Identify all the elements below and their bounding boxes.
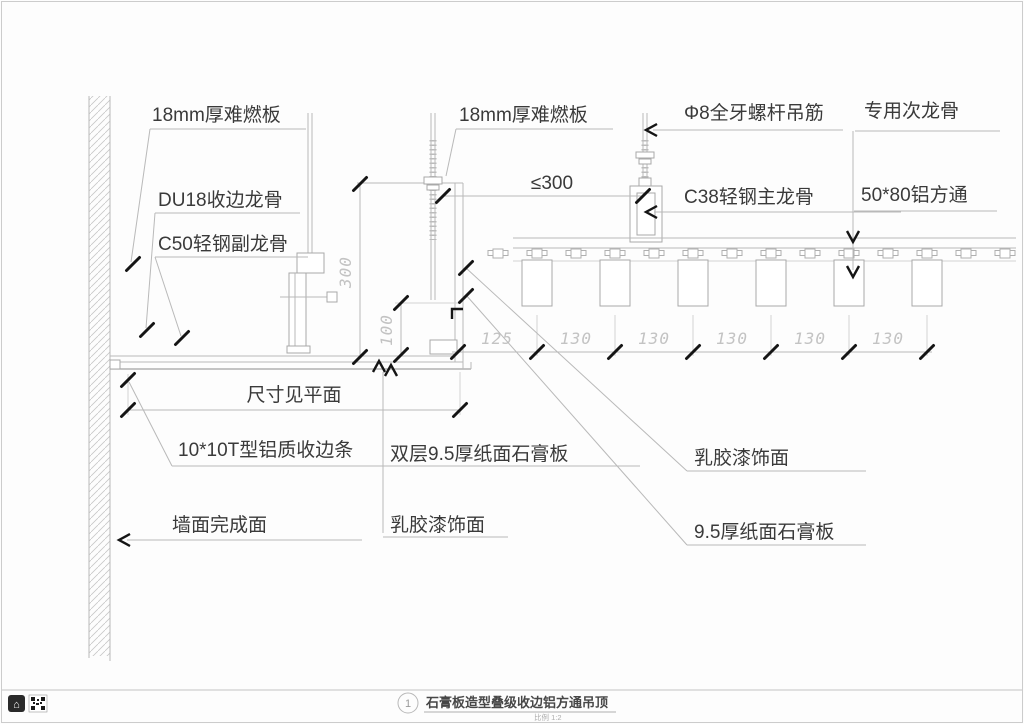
detail-number: 1 — [405, 698, 411, 710]
label: DU18收边龙骨 — [158, 189, 283, 211]
annotation-special-sub-runner: 专用次龙骨 — [855, 100, 1000, 132]
dim-step-depth: 100 — [377, 295, 458, 363]
hanger-clamp — [296, 252, 325, 274]
alu-square-tubes — [521, 259, 943, 307]
dim-value: 130 — [872, 329, 904, 348]
dim-value: ≤300 — [531, 173, 573, 194]
alu-tube — [521, 259, 553, 307]
hanger-rod-right — [635, 113, 655, 188]
dim-value: 130 — [560, 329, 592, 348]
label: 双层9.5厚纸面石膏板 — [390, 442, 568, 465]
label: 乳胶漆饰面 — [390, 514, 485, 536]
dim-see-plan: 尺寸见平面 — [120, 372, 468, 418]
channel-foot — [286, 345, 311, 354]
dim-chain-horizontal: 125 130 130 130 130 130 — [450, 307, 935, 360]
drawing-scale: 比例 1:2 — [534, 712, 562, 722]
hanger-rod-middle — [423, 113, 443, 300]
step-face — [357, 182, 464, 369]
bolt-head — [326, 291, 338, 303]
title-block: 1 石膏板造型叠级收边铝方通吊顶 比例 1:2 — [2, 689, 1022, 722]
annotation-c50: C50轻钢副龙骨 — [154, 233, 308, 346]
rod-washer — [638, 158, 652, 165]
dim-value: 130 — [794, 329, 826, 348]
house-glyph: ⌂ — [13, 699, 20, 711]
corner-mark — [450, 307, 463, 319]
dim-step-height: 300 — [336, 176, 368, 365]
rod-nut — [423, 176, 443, 185]
label: 乳胶漆饰面 — [694, 447, 789, 469]
dim-value: 130 — [716, 329, 748, 348]
wall-hatch — [89, 96, 110, 656]
alu-tube — [677, 259, 709, 307]
see-plan-label: 尺寸见平面 — [246, 384, 341, 406]
label: 50*80铝方通 — [861, 184, 968, 206]
alu-tube — [911, 259, 943, 307]
annotation-hanger-rod: Φ8全牙螺杆吊筋 — [644, 102, 843, 138]
label: 18mm厚难燃板 — [459, 104, 588, 126]
alu-tube — [755, 259, 787, 307]
annotation-c38: C38轻钢主龙骨 — [644, 186, 901, 220]
annotation-latex-paint-left: 乳胶漆饰面 — [383, 514, 508, 538]
label: 9.5厚纸面石膏板 — [694, 520, 834, 543]
annotation-gypsum-single: 9.5厚纸面石膏板 — [458, 288, 866, 546]
detail-number-bubble — [397, 692, 419, 714]
lower-ceiling — [109, 355, 472, 370]
dim-value: 130 — [638, 329, 670, 348]
alu-tube — [599, 259, 631, 307]
wall-section — [88, 96, 111, 661]
dim-max-spacing: ≤300 — [435, 173, 651, 204]
c50-runner-assembly — [280, 252, 338, 354]
tube-carrier — [487, 237, 1016, 262]
annotation-latex-paint-right: 乳胶漆饰面 — [458, 260, 866, 472]
annotation-board-top-mid: 18mm厚难燃板 — [445, 104, 613, 177]
label: 10*10T型铝质收边条 — [178, 439, 353, 461]
label: 专用次龙骨 — [864, 100, 959, 122]
annotation-du18: DU18收边龙骨 — [139, 189, 300, 338]
label: C50轻钢副龙骨 — [158, 233, 288, 255]
rod-washer — [426, 184, 440, 191]
c38-runner-assembly — [629, 177, 663, 243]
annotation-edge-trim: 10*10T型铝质收边条 — [120, 372, 410, 467]
drawing-title: 石膏板造型叠级收边铝方通吊顶 — [425, 695, 608, 710]
annotation-alu-tube: 50*80铝方通 — [845, 131, 997, 279]
dim-value: 100 — [377, 314, 396, 346]
dim-value: 300 — [336, 256, 355, 289]
step-inner-channel — [429, 339, 458, 355]
qr-code-icon — [28, 694, 48, 713]
label: 18mm厚难燃板 — [152, 104, 281, 126]
edge-trim-profile — [109, 359, 121, 370]
dim-value: 125 — [481, 329, 513, 348]
annotation-double-gypsum: 双层9.5厚纸面石膏板 — [371, 359, 640, 533]
house-logo-icon — [8, 695, 25, 712]
label: Φ8全牙螺杆吊筋 — [684, 102, 824, 124]
annotation-board-top-left: 18mm厚难燃板 — [125, 104, 306, 272]
c50-channel — [288, 272, 307, 352]
rod-nut — [635, 151, 655, 159]
annotation-wall-finish: 墙面完成面 — [117, 514, 362, 548]
label: 墙面完成面 — [172, 514, 267, 536]
watermark: ⌂ — [8, 694, 48, 713]
hanger-rod-left — [307, 113, 313, 255]
label: C38轻钢主龙骨 — [684, 186, 814, 208]
